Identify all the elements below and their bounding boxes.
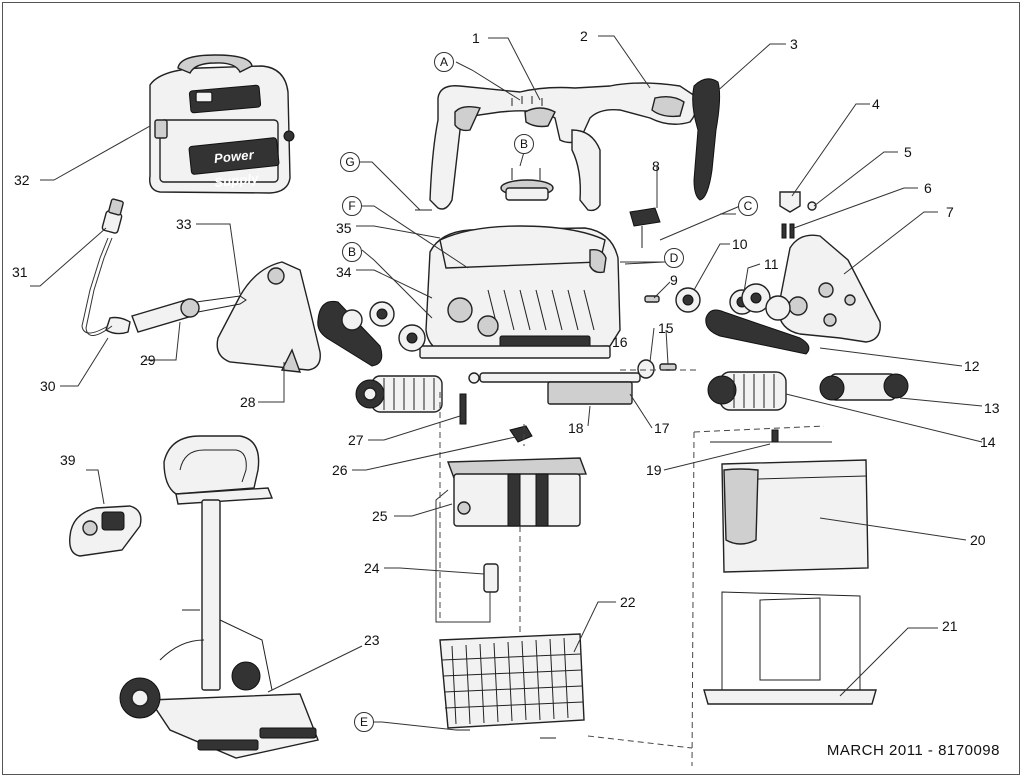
- callout-21: 21: [942, 618, 958, 634]
- callout-10: 10: [732, 236, 748, 252]
- part-9: [644, 295, 660, 303]
- robot-body: [419, 225, 621, 359]
- track-left: [317, 300, 426, 367]
- callout-23: 23: [364, 632, 380, 648]
- callout-letter-c: C: [738, 196, 758, 216]
- callout-16: 16: [612, 334, 628, 350]
- callout-letter-e: E: [354, 712, 374, 732]
- callout-31: 31: [12, 264, 28, 280]
- part-8: [629, 207, 661, 248]
- document-date-code: MARCH 2011 - 8170098: [826, 742, 1000, 759]
- callout-17: 17: [654, 420, 670, 436]
- callout-33: 33: [176, 216, 192, 232]
- filter-basket: [439, 633, 585, 729]
- handle: [429, 78, 721, 212]
- brush-left: [355, 375, 443, 413]
- callout-3: 3: [790, 36, 798, 52]
- filter-cap: [500, 168, 554, 201]
- filter-bag: [710, 429, 869, 573]
- brush-right: [707, 371, 787, 411]
- callout-letter-a: A: [434, 52, 454, 72]
- screws-e: [456, 729, 556, 739]
- motor-unit: [447, 457, 587, 527]
- remote-control: [69, 505, 142, 557]
- callout-24: 24: [364, 560, 380, 576]
- washer-16: [637, 359, 655, 379]
- side-panel-right: [777, 234, 881, 343]
- callout-14: 14: [980, 434, 996, 450]
- part-18: [547, 381, 633, 405]
- screws-a: [511, 96, 543, 106]
- part-26: [509, 425, 533, 443]
- caddy-cart: [119, 435, 319, 759]
- callout-35: 35: [336, 220, 352, 236]
- callout-30: 30: [40, 378, 56, 394]
- callout-letter-f: F: [342, 196, 362, 216]
- callout-1: 1: [472, 30, 480, 46]
- callout-25: 25: [372, 508, 388, 524]
- assembly-lines: [439, 369, 825, 767]
- callout-19: 19: [646, 462, 662, 478]
- callout-22: 22: [620, 594, 636, 610]
- callout-7: 7: [946, 204, 954, 220]
- callout-12: 12: [964, 358, 980, 374]
- callout-32: 32: [14, 172, 30, 188]
- pin-15: [659, 363, 677, 371]
- callout-28: 28: [240, 394, 256, 410]
- callout-39: 39: [60, 452, 76, 468]
- callout-letter-b-top: B: [514, 134, 534, 154]
- callout-2: 2: [580, 28, 588, 44]
- axle: [479, 372, 641, 383]
- power-supply: [149, 54, 295, 194]
- roller-13: [819, 373, 909, 401]
- callout-26: 26: [332, 462, 348, 478]
- leader-lines: [30, 35, 983, 731]
- callout-letter-b-left: B: [342, 242, 362, 262]
- part-27: [459, 393, 467, 425]
- side-panel-left: [216, 261, 321, 373]
- callout-9: 9: [670, 272, 678, 288]
- callout-11: 11: [764, 256, 779, 272]
- callout-15: 15: [658, 320, 674, 336]
- callout-6: 6: [924, 180, 932, 196]
- bracket-4-5-6: [779, 191, 817, 239]
- track-right: [705, 309, 810, 355]
- part-24: [435, 489, 499, 623]
- drive-gears: [675, 283, 791, 321]
- callout-8: 8: [652, 158, 660, 174]
- callout-20: 20: [970, 532, 986, 548]
- callout-letter-d: D: [664, 248, 684, 268]
- callout-27: 27: [348, 432, 364, 448]
- callout-letter-g: G: [340, 152, 360, 172]
- filter-frame: [703, 591, 877, 705]
- callout-18: 18: [568, 420, 584, 436]
- callout-5: 5: [904, 144, 912, 160]
- callout-34: 34: [336, 264, 352, 280]
- callout-4: 4: [872, 96, 880, 112]
- cable-assembly: [81, 198, 247, 336]
- callout-29: 29: [140, 352, 156, 368]
- callout-13: 13: [984, 400, 1000, 416]
